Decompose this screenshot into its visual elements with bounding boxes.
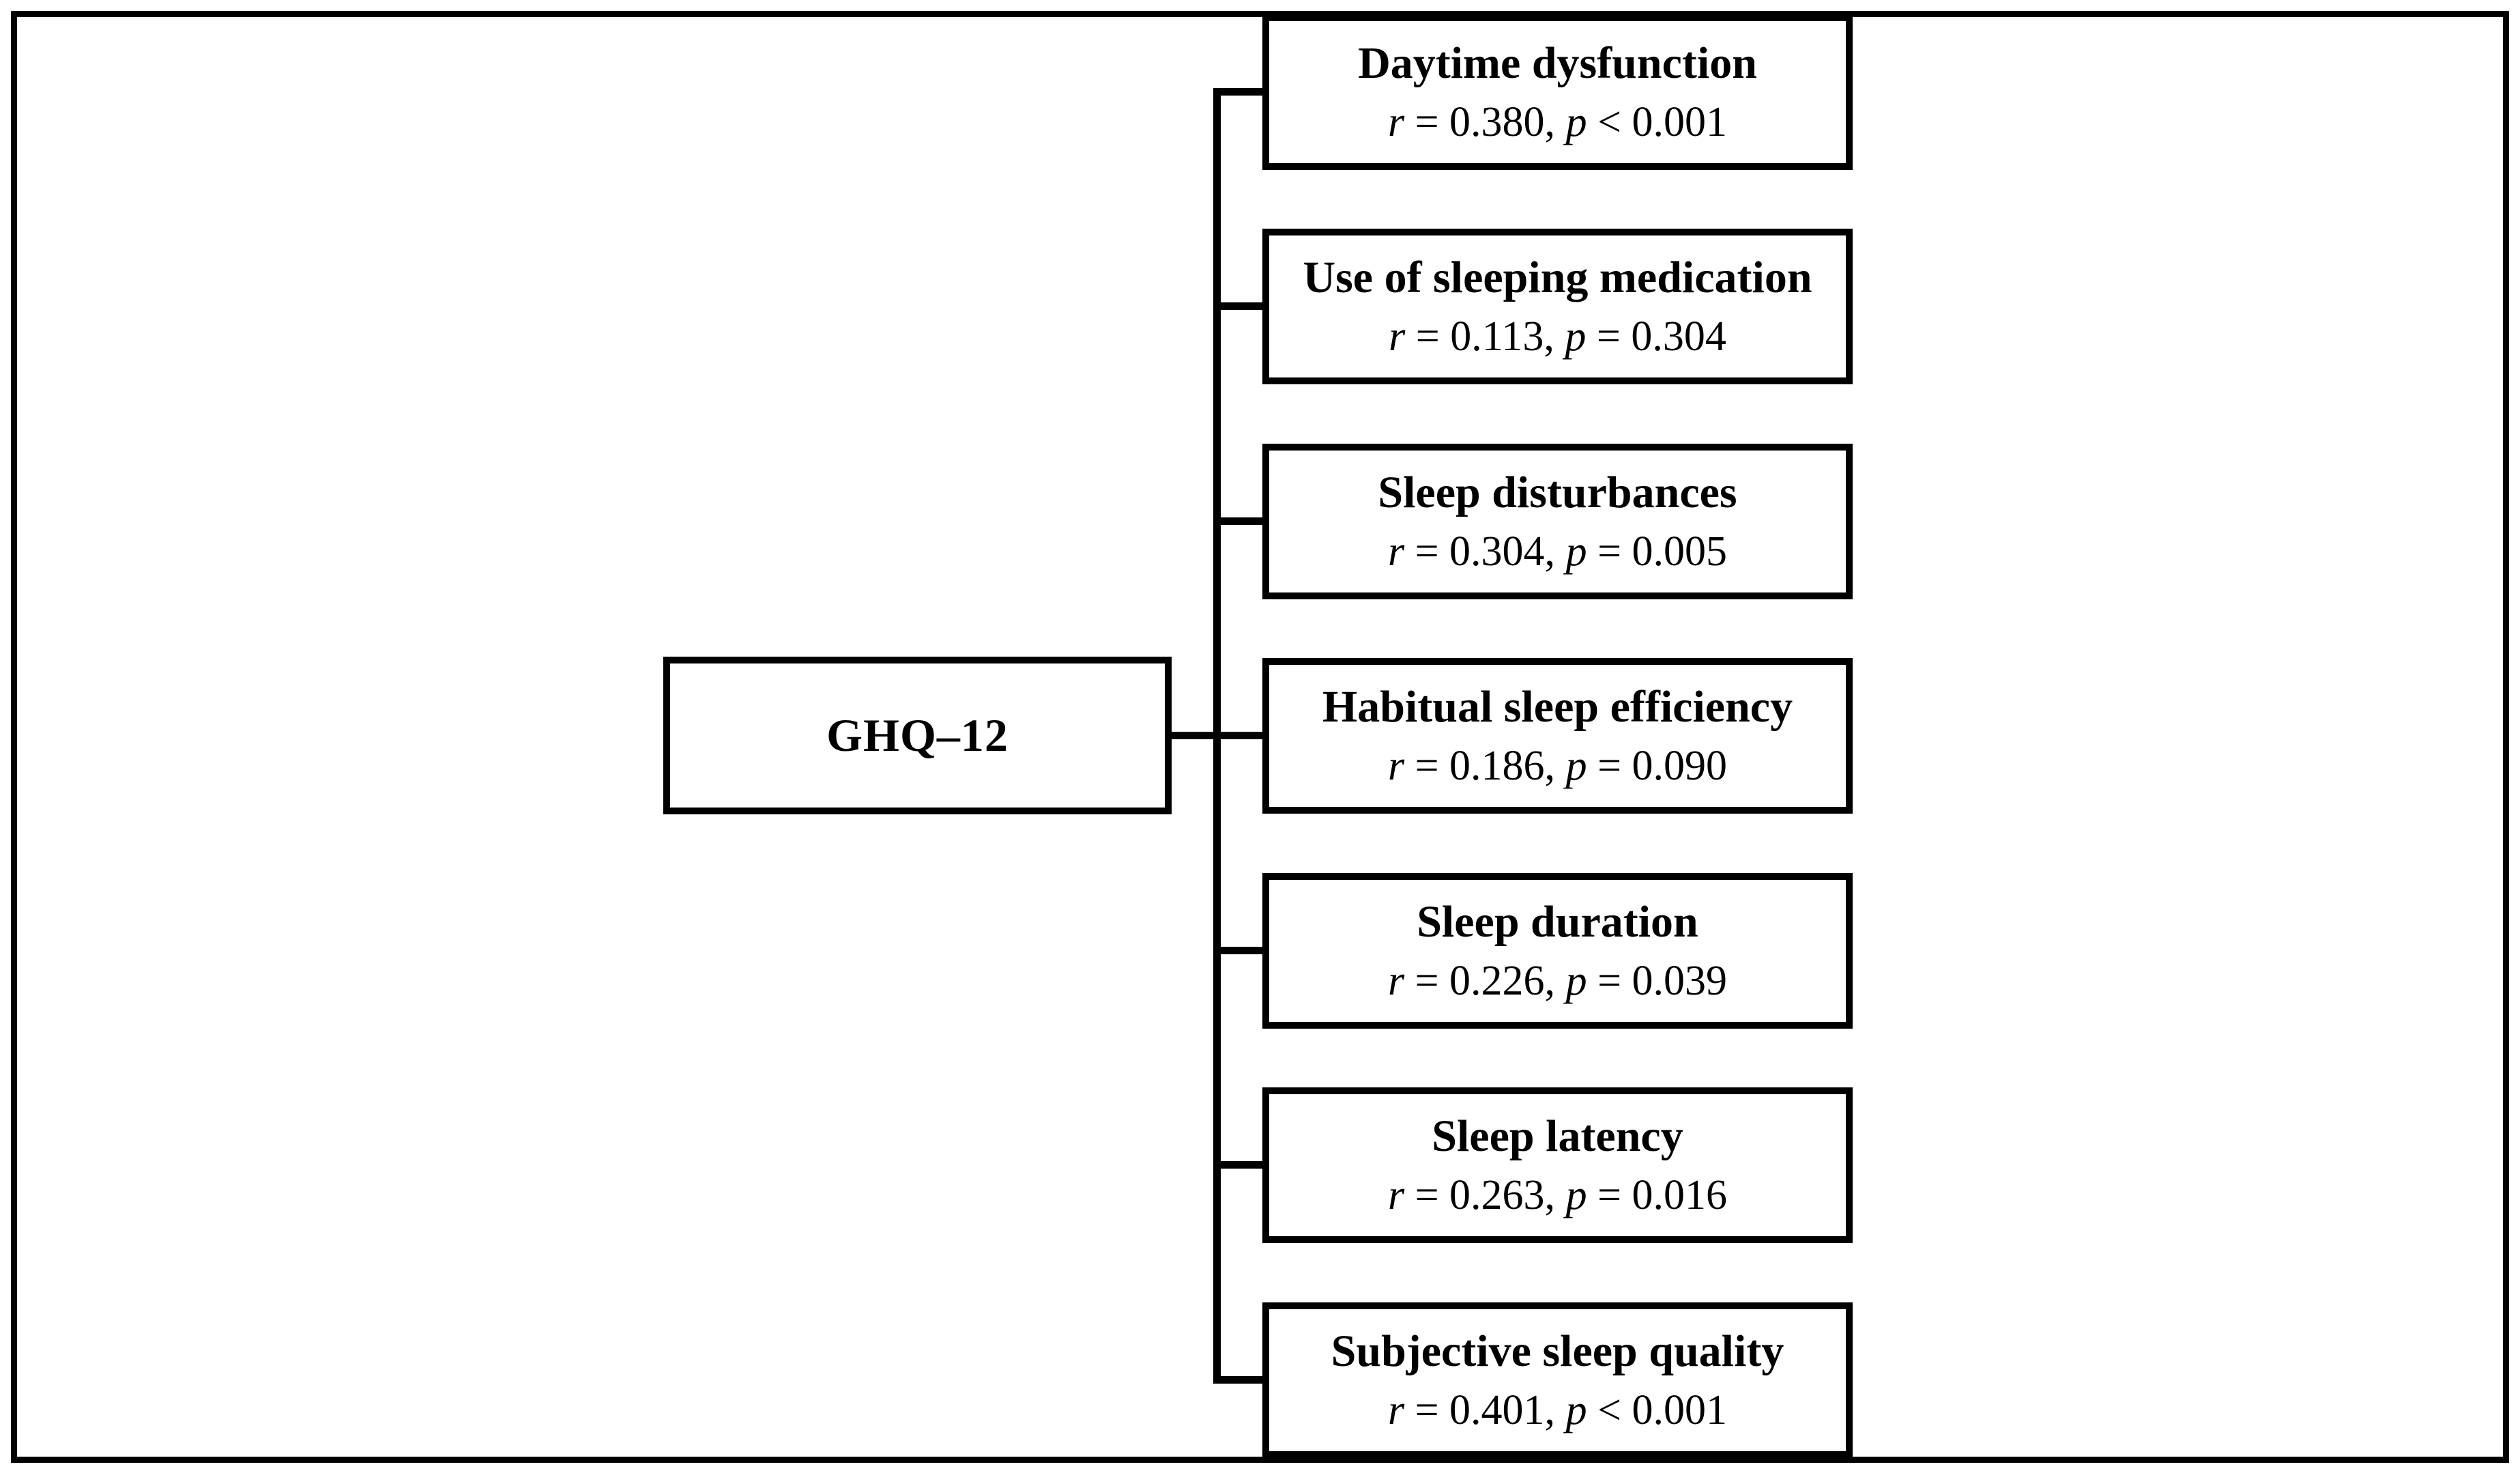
subscale-stats: r = 0.263, p = 0.016 (1388, 1174, 1727, 1216)
r-symbol: r (1389, 313, 1406, 360)
p-symbol: p (1565, 743, 1587, 790)
stub-connector-sleep-disturbances (1213, 517, 1270, 525)
subscale-stats: r = 0.401, p < 0.001 (1388, 1389, 1727, 1431)
subscale-box-sleep-duration: Sleep duration r = 0.226, p = 0.039 (1262, 873, 1853, 1029)
p-symbol: p (1565, 313, 1587, 360)
r-value-text: = 0.113, (1405, 313, 1565, 360)
r-symbol: r (1387, 958, 1405, 1005)
stub-connector-use-of-sleeping-medication (1213, 302, 1270, 310)
figure-border-frame (11, 11, 2509, 1463)
r-value-text: = 0.226, (1404, 958, 1566, 1005)
r-symbol: r (1387, 743, 1405, 790)
r-symbol: r (1387, 1172, 1405, 1219)
subscale-title: Sleep disturbances (1378, 467, 1737, 517)
r-symbol: r (1387, 528, 1405, 575)
r-symbol: r (1387, 1387, 1405, 1434)
subscale-stats: r = 0.113, p = 0.304 (1389, 315, 1726, 358)
stub-connector-daytime-dysfunction (1213, 88, 1270, 96)
p-value-text: = 0.090 (1587, 743, 1728, 790)
p-value-text: < 0.001 (1587, 99, 1728, 146)
root-label: GHQ–12 (826, 709, 1009, 761)
r-value-text: = 0.304, (1404, 528, 1566, 575)
root-box-ghq12: GHQ–12 (663, 657, 1172, 814)
subscale-title: Subjective sleep quality (1331, 1326, 1784, 1376)
r-value-text: = 0.380, (1404, 99, 1566, 146)
subscale-title: Daytime dysfunction (1358, 38, 1757, 88)
p-symbol: p (1565, 958, 1587, 1005)
stub-connector-sleep-duration (1213, 947, 1270, 954)
subscale-title: Habitual sleep efficiency (1322, 681, 1793, 732)
subscale-stats: r = 0.304, p = 0.005 (1388, 530, 1727, 573)
p-value-text: = 0.039 (1587, 958, 1728, 1005)
p-symbol: p (1565, 99, 1587, 146)
subscale-title: Sleep duration (1417, 896, 1698, 947)
r-value-text: = 0.263, (1404, 1172, 1566, 1219)
stub-connector-habitual-sleep-efficiency (1213, 732, 1270, 739)
subscale-stats: r = 0.226, p = 0.039 (1388, 960, 1727, 1002)
subscale-title: Use of sleeping medication (1303, 252, 1812, 302)
subscale-box-use-of-sleeping-medication: Use of sleeping medication r = 0.113, p … (1262, 229, 1853, 384)
stub-connector-sleep-latency (1213, 1161, 1270, 1169)
r-value-text: = 0.401, (1404, 1387, 1566, 1434)
subscale-box-daytime-dysfunction: Daytime dysfunction r = 0.380, p < 0.001 (1262, 14, 1853, 170)
p-value-text: = 0.304 (1586, 313, 1726, 360)
r-symbol: r (1387, 99, 1405, 146)
subscale-box-subjective-sleep-quality: Subjective sleep quality r = 0.401, p < … (1262, 1302, 1853, 1458)
subscale-stats: r = 0.186, p = 0.090 (1388, 745, 1727, 787)
subscale-stats: r = 0.380, p < 0.001 (1388, 101, 1727, 143)
p-value-text: < 0.001 (1587, 1387, 1728, 1434)
subscale-box-habitual-sleep-efficiency: Habitual sleep efficiency r = 0.186, p =… (1262, 658, 1853, 814)
subscale-title: Sleep latency (1432, 1111, 1683, 1161)
p-value-text: = 0.005 (1587, 528, 1728, 575)
p-symbol: p (1565, 1172, 1587, 1219)
p-symbol: p (1565, 528, 1587, 575)
r-value-text: = 0.186, (1404, 743, 1566, 790)
stub-connector-subjective-sleep-quality (1213, 1376, 1270, 1384)
subscale-box-sleep-disturbances: Sleep disturbances r = 0.304, p = 0.005 (1262, 444, 1853, 599)
p-symbol: p (1565, 1387, 1587, 1434)
subscale-box-sleep-latency: Sleep latency r = 0.263, p = 0.016 (1262, 1087, 1853, 1243)
p-value-text: = 0.016 (1587, 1172, 1728, 1219)
